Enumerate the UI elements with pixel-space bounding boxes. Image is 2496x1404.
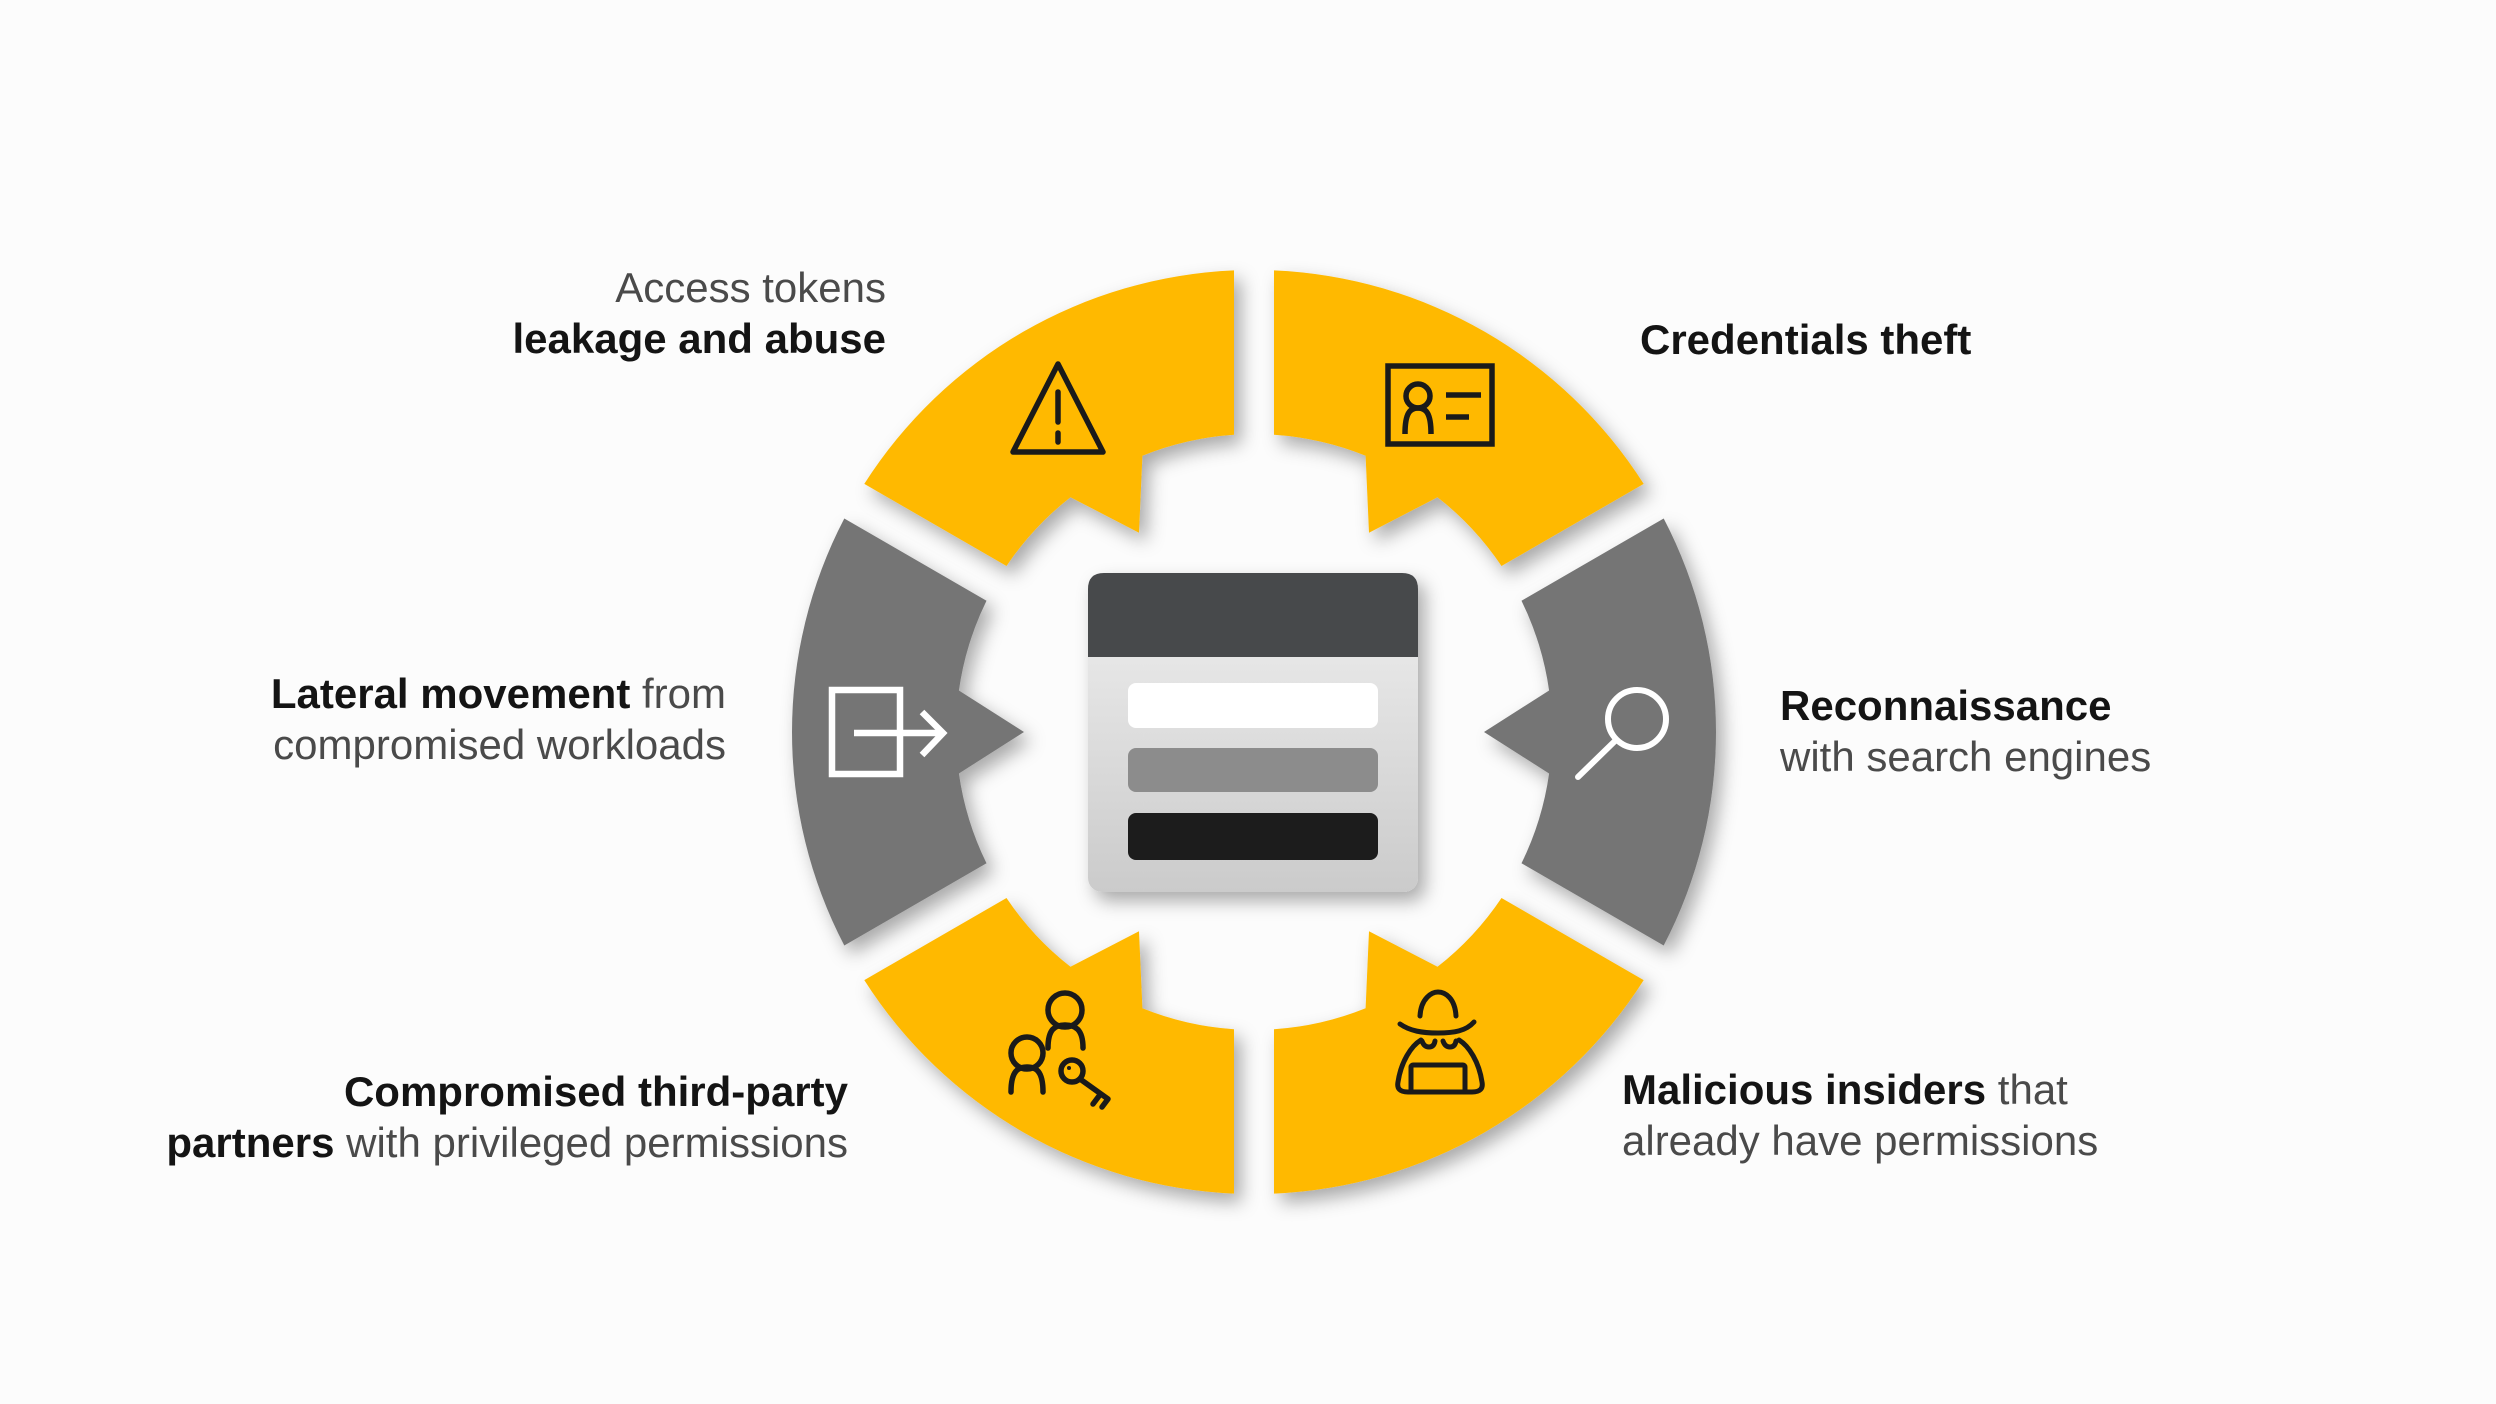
label-reconnaissance-line1: Reconnaissance	[1780, 682, 2112, 729]
label-reconnaissance: Reconnaissance with search engines	[1780, 680, 2151, 782]
label-lateral-movement-rest: from	[630, 670, 726, 717]
ring-segment-reconnaissance	[1484, 518, 1716, 946]
label-lateral-movement-line2: compromised workloads	[273, 721, 726, 768]
box-arrow-icon	[828, 686, 948, 778]
app-window-field-black	[1128, 813, 1378, 860]
label-reconnaissance-line2: with search engines	[1780, 733, 2152, 780]
label-compromised-partners-bold: partners	[166, 1119, 335, 1166]
warning-icon	[1010, 361, 1106, 455]
people-key-icon	[1008, 990, 1111, 1110]
label-compromised-partners-line1: Compromised third-party	[343, 1068, 848, 1115]
label-compromised-partners: Compromised third-party partners with pr…	[166, 1066, 848, 1168]
app-window-field-gray	[1128, 748, 1378, 792]
ring-segments	[792, 270, 1716, 1194]
label-malicious-insiders-line2: already have permissions	[1622, 1117, 2099, 1164]
app-window-titlebar	[1088, 573, 1418, 657]
ring-segment-malicious-insiders	[1274, 898, 1644, 1194]
ring-segment-access-tokens	[864, 270, 1234, 566]
magnifier-icon	[1575, 687, 1669, 780]
central-app-window	[1088, 573, 1418, 892]
label-access-tokens-line2: leakage and abuse	[512, 315, 886, 362]
label-lateral-movement-bold: Lateral movement	[270, 670, 631, 717]
spy-icon	[1395, 989, 1485, 1095]
id-card-icon	[1385, 363, 1495, 447]
label-compromised-partners-rest: with privileged permissions	[334, 1119, 848, 1166]
app-window-field-white	[1128, 683, 1378, 728]
label-credentials-theft: Credentials theft	[1640, 314, 1971, 365]
label-credentials-theft-line1: Credentials theft	[1640, 316, 1972, 363]
label-malicious-insiders-rest: that	[1986, 1066, 2068, 1113]
label-access-tokens: Access tokens leakage and abuse	[512, 262, 886, 364]
label-lateral-movement: Lateral movement from compromised worklo…	[271, 668, 726, 770]
label-malicious-insiders-bold: Malicious insiders	[1622, 1066, 1987, 1113]
label-access-tokens-line1: Access tokens	[615, 264, 886, 311]
label-malicious-insiders: Malicious insiders that already have per…	[1622, 1064, 2098, 1166]
